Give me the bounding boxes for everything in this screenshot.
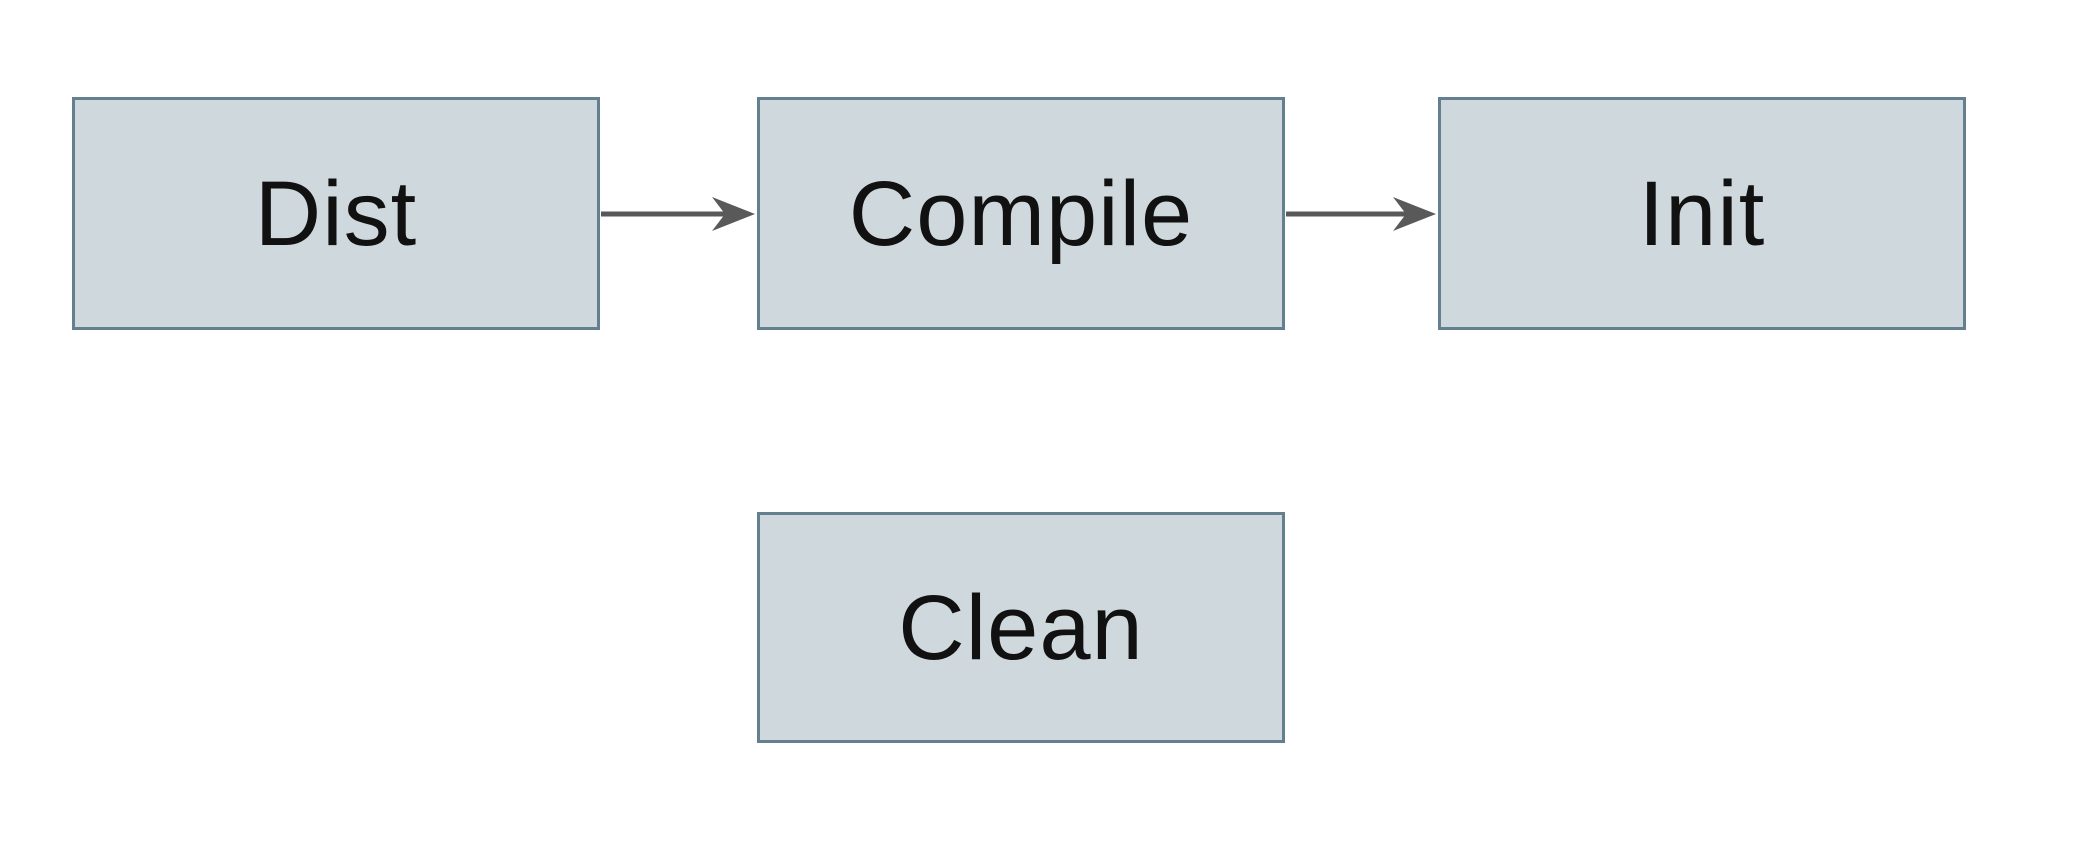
node-compile-label: Compile [848,162,1194,265]
node-clean: Clean [757,512,1285,743]
node-compile: Compile [757,97,1285,330]
node-clean-label: Clean [898,576,1144,679]
arrow-dist-to-compile [601,197,755,231]
node-dist: Dist [72,97,600,330]
node-init-label: Init [1638,162,1766,265]
arrow-compile-to-init [1286,197,1436,231]
arrowhead-icon [712,197,755,231]
node-dist-label: Dist [254,162,418,265]
node-init: Init [1438,97,1966,330]
arrowhead-icon [1393,197,1436,231]
